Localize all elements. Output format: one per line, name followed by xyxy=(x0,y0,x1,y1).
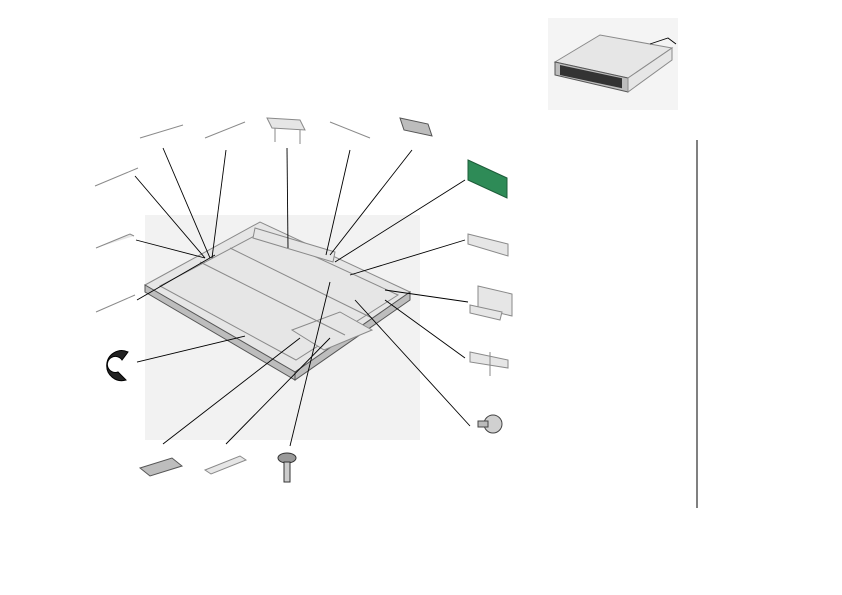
top-bracket xyxy=(266,117,306,144)
mount-bracket xyxy=(469,351,509,376)
c-clip xyxy=(106,350,129,382)
rail-5 xyxy=(95,294,136,313)
rail-1 xyxy=(139,124,184,139)
leader-lines xyxy=(134,147,471,447)
flat-strip xyxy=(203,455,248,475)
latch-bracket xyxy=(399,117,433,137)
circuit-board xyxy=(467,159,508,199)
side-bracket xyxy=(467,233,509,257)
chassis-frame xyxy=(143,215,420,440)
cage-bracket xyxy=(469,285,513,321)
thumbscrew xyxy=(477,414,503,434)
screw xyxy=(277,452,297,483)
rail-2 xyxy=(204,121,246,139)
thumbnail-assembly xyxy=(548,18,678,110)
rail-3 xyxy=(94,167,139,187)
rail-6 xyxy=(329,121,371,139)
small-latch xyxy=(138,457,184,477)
rail-4 xyxy=(95,233,135,249)
